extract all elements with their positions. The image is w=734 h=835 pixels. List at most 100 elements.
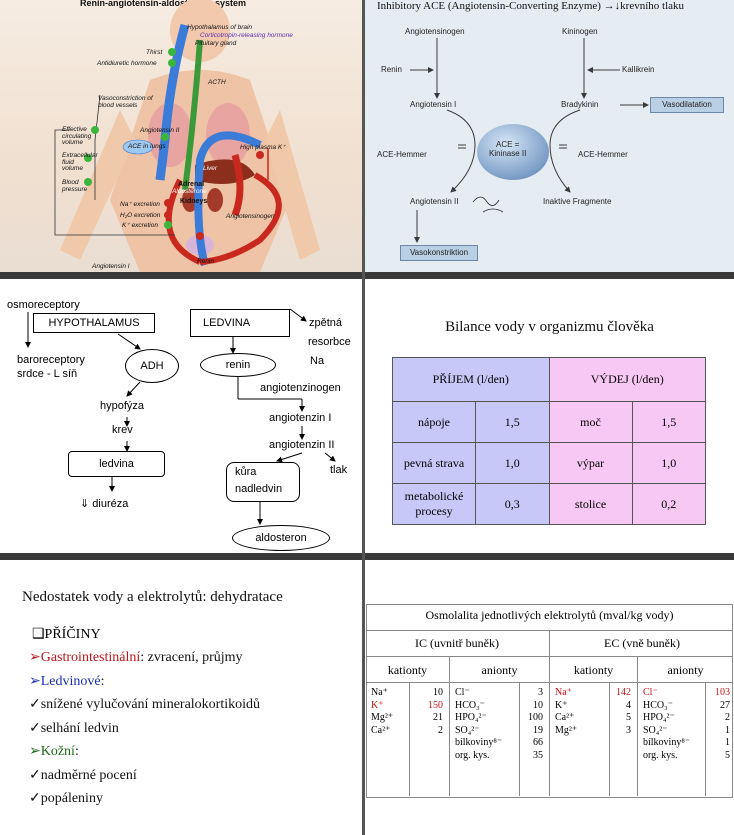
cause-label: popáleniny: [40, 791, 103, 806]
electrolyte-name: SO₄²⁻: [455, 724, 480, 736]
water-panel: Bilance vody v organizmu člověka PŘÍJEM …: [365, 279, 734, 553]
electrolyte-name: Cl⁻: [455, 687, 470, 698]
raas-label-crh: Corticotropin-releasing hormone: [200, 32, 293, 39]
osm-vline-ec: [637, 656, 638, 796]
flow-zpetna: zpětná: [309, 317, 343, 329]
osmolality-panel: Osmolalita jednotlivých elektrolytů (mva…: [365, 560, 734, 835]
water-title: Bilance vody v organizmu člověka: [445, 319, 654, 335]
electrolyte-value: 142: [616, 687, 631, 698]
cause-bullet-icon: ➢: [29, 650, 41, 665]
water-table: PŘÍJEM (l/den) VÝDEJ (l/den) nápoje 1,5 …: [392, 357, 706, 525]
electrolyte-name: HCO₃⁻: [643, 699, 673, 711]
electrolyte-value: 66: [533, 737, 543, 748]
flow-panel: osmoreceptory HYPOTHALAMUS baroreceptory…: [0, 279, 362, 553]
electrolyte-row: bílkoviny⁸⁻1: [643, 737, 730, 750]
electrolyte-value: 103: [715, 687, 730, 698]
electrolyte-row: bílkoviny⁸⁻66: [455, 737, 543, 750]
raas-label-vasoconstriction: Vasoconstriction of blood vessels: [98, 95, 153, 109]
electrolyte-value: 35: [533, 749, 543, 761]
ace-renin: Renin: [381, 65, 402, 74]
ace-kininogen: Kininogen: [562, 27, 598, 36]
cause-bullet-icon: ➢: [29, 744, 41, 759]
raas-panel: Renin-angiotensin-aldosterone system: [0, 0, 364, 272]
raas-label-adrenal: Adrenal: [178, 181, 205, 188]
water-cell: metabolické procesy: [392, 483, 476, 525]
osm-vline-ec-val2: [705, 682, 706, 796]
osm-ec-header: EC (vně buněk): [604, 636, 680, 650]
divider-vertical: [362, 0, 365, 835]
flow-osmoreceptory: osmoreceptory: [7, 299, 80, 311]
electrolyte-value: 150: [428, 699, 443, 711]
cause-label: snížené vylučování mineralokortikoidů: [40, 697, 261, 712]
electrolyte-value: 27: [720, 699, 730, 711]
osm-ec-kationty: kationty: [573, 663, 614, 677]
cause-label: nadměrné pocení: [40, 767, 137, 783]
electrolyte-name: K⁺: [555, 699, 568, 711]
flow-arrows: [25, 308, 336, 525]
electrolyte-row: K⁺4: [555, 700, 631, 713]
flow-baroreceptory: baroreceptory: [17, 354, 85, 366]
cause-bullet-icon: ✓: [29, 767, 41, 783]
raas-label-k-exc: K⁺ excretion: [122, 222, 158, 229]
electrolyte-value: 5: [725, 749, 730, 761]
dehydration-title: Nedostatek vody a elektrolytů: dehydrata…: [22, 589, 283, 605]
flow-nadledvin: nadledvin: [235, 483, 283, 495]
ace-bradykinin: Bradykinin: [561, 100, 599, 109]
cause-detail: :: [74, 744, 79, 759]
cause-label: Gastrointestinální: [40, 650, 141, 665]
raas-label-bp: Blood pressure: [62, 179, 88, 193]
raas-label-liver: Liver: [203, 165, 218, 172]
flow-diureza: ⇓ diuréza: [80, 498, 129, 510]
cause-item: ✓nadměrné pocení: [29, 767, 137, 784]
ace-center-label: ACE = Kininase II: [489, 140, 527, 158]
flow-renin-oval: renin: [200, 353, 276, 377]
raas-label-na-exc: Na⁺ excretion: [120, 201, 160, 208]
osm-vline-ic-val2: [519, 682, 520, 796]
cause-item: ➢Ledvinové:: [29, 673, 105, 690]
ace-panel: Inhibitory ACE (Angiotensin-Converting E…: [365, 0, 734, 272]
water-cell: stolice: [548, 483, 633, 525]
electrolyte-row: Ca²⁺5: [555, 712, 631, 725]
ace-title: Inhibitory ACE (Angiotensin-Converting E…: [377, 0, 685, 12]
electrolyte-row: HPO₄²⁻2: [643, 712, 730, 725]
water-cell: 0,2: [631, 483, 706, 525]
electrolyte-row: Mg²⁺3: [555, 725, 631, 738]
ace-kallikrein: Kallikrein: [622, 65, 655, 74]
osm-line-3: [366, 682, 733, 683]
electrolyte-name: Ca²⁺: [371, 724, 391, 736]
electrolyte-value: 100: [528, 712, 543, 723]
electrolyte-name: K⁺: [371, 699, 384, 711]
electrolyte-row: org. kys.5: [643, 750, 730, 763]
electrolyte-row: SO₄²⁻1: [643, 725, 730, 738]
electrolyte-row: Mg²⁺21: [371, 712, 443, 725]
cause-bullet-icon: ✓: [29, 697, 41, 712]
dehydration-panel: Nedostatek vody a elektrolytů: dehydrata…: [0, 560, 362, 835]
raas-label-pituitary: Pituitary gland: [195, 40, 237, 47]
electrolyte-value: 10: [433, 687, 443, 698]
raas-label-thirst: Thirst: [146, 49, 163, 56]
cause-label: selhání ledvin: [40, 720, 119, 736]
raas-label-high-k: High plasma K⁺: [240, 144, 286, 151]
cause-detail: :: [100, 673, 105, 689]
flow-resorbce: resorbce: [308, 336, 351, 348]
osm-ic-header: IC (uvnitř buněk): [415, 636, 499, 650]
water-cell: 1,0: [631, 442, 706, 484]
cause-bullet-icon: ✓: [29, 791, 41, 806]
cause-item: ➢Gastrointestinální: zvracení, průjmy: [29, 649, 243, 666]
flow-srdce: srdce - L síň: [17, 368, 78, 380]
electrolyte-row: Cl⁻3: [455, 687, 543, 700]
ace-angiotensinogen: Angiotensinogen: [405, 27, 465, 36]
raas-title: Renin-angiotensin-aldosterone system: [80, 0, 247, 8]
ace-vasodilatation-box: Vasodilatation: [650, 97, 724, 113]
cause-label: Ledvinové: [40, 673, 101, 689]
flow-ledviny-box: LEDVINA: [190, 309, 290, 337]
electrolyte-name: bílkoviny⁸⁻: [643, 737, 691, 748]
electrolyte-value: 21: [433, 712, 443, 723]
raas-label-effective-volume: Effective circulating volume: [62, 126, 92, 146]
cause-bullet-icon: ➢: [29, 673, 41, 689]
raas-label-adh: Antidiuretic hormone: [97, 60, 157, 67]
electrolyte-row: org. kys.35: [455, 750, 543, 763]
raas-label-hypothalamus: Hypothalamus of brain: [187, 24, 253, 31]
